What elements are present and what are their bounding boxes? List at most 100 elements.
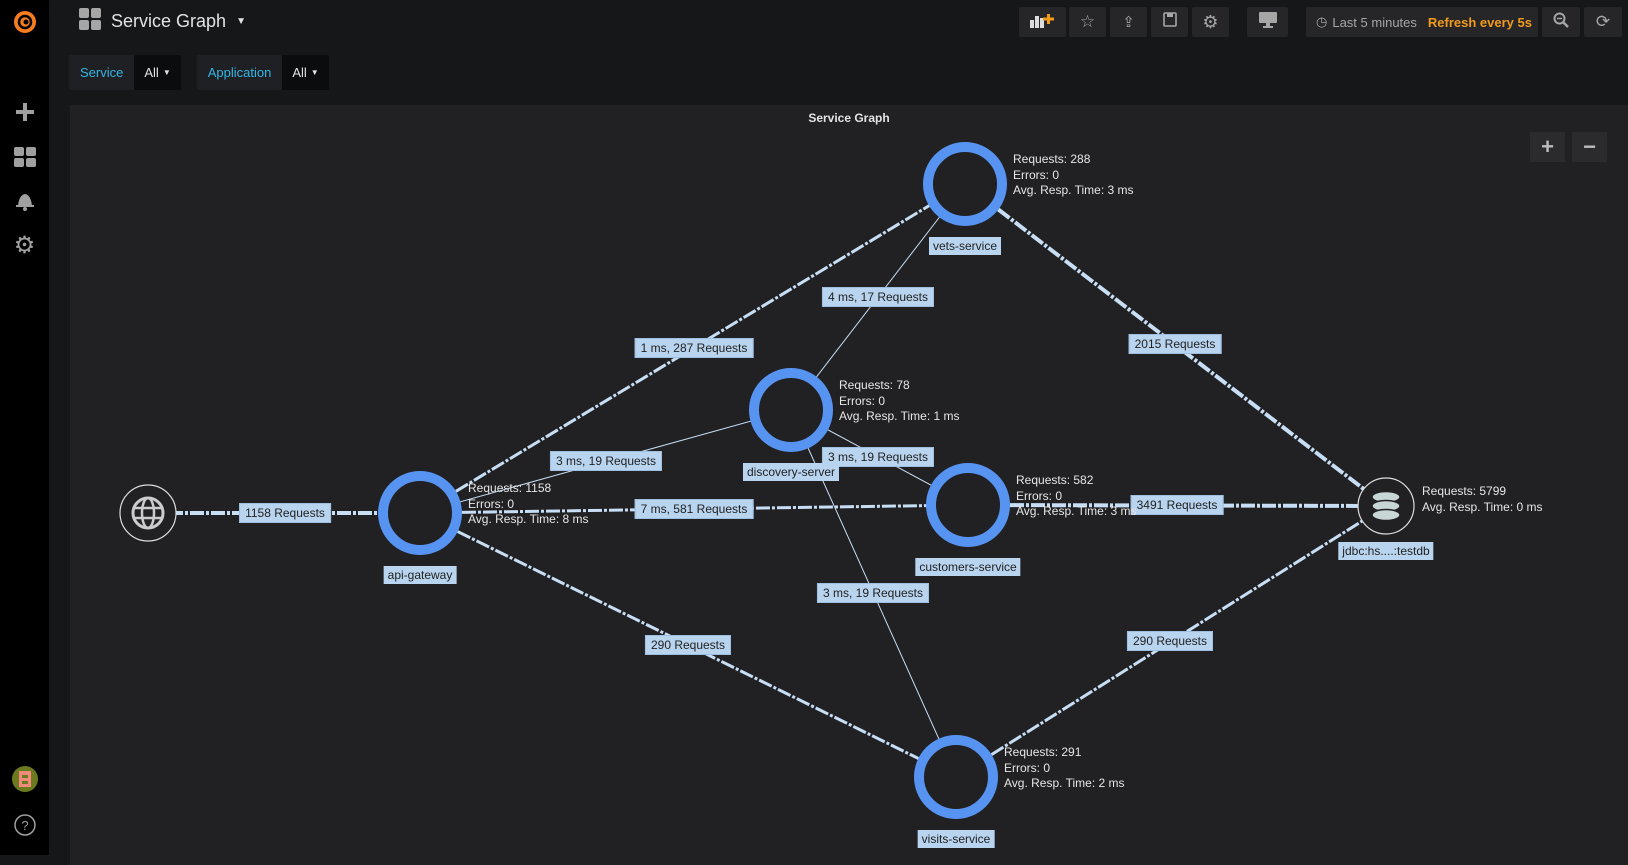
time-range-text: Last 5 minutes bbox=[1332, 14, 1417, 30]
node-stat-line: Requests: 288 bbox=[1013, 152, 1091, 166]
edge-label: 7 ms, 581 Requests bbox=[634, 499, 754, 519]
tv-mode-button[interactable] bbox=[1247, 7, 1288, 37]
dashboard-navbar: Service Graph ▼ ☆ ⇪ ⚙ ◷ Last 5 minutes R… bbox=[49, 0, 1628, 46]
node-label: discovery-server bbox=[742, 463, 840, 481]
node-stat-line: Errors: 0 bbox=[468, 496, 515, 511]
time-picker-button[interactable]: ◷ Last 5 minutes Refresh every 5s bbox=[1306, 7, 1538, 37]
node-stat-line: Avg. Resp. Time: 0 ms bbox=[1422, 499, 1543, 514]
grafana-logo-icon[interactable] bbox=[8, 5, 41, 38]
dashboard-title: Service Graph bbox=[111, 11, 227, 31]
alerting-bell-icon[interactable] bbox=[8, 184, 41, 217]
edge-label: 4 ms, 17 Requests bbox=[821, 287, 935, 307]
node-stat-line: Requests: 78 bbox=[839, 378, 910, 392]
edge-label: 1158 Requests bbox=[239, 503, 331, 523]
caret-down-icon: ▼ bbox=[162, 68, 171, 77]
zoom-out-time-button[interactable] bbox=[1542, 7, 1580, 37]
node-stat-line: Requests: 291 bbox=[1004, 745, 1082, 759]
edge-label: 3 ms, 19 Requests bbox=[816, 583, 930, 603]
variable-service-select[interactable]: All▼ bbox=[134, 55, 181, 90]
node-stat-line: Errors: 0 bbox=[1013, 167, 1060, 182]
save-icon bbox=[1162, 12, 1177, 32]
dashboard-picker[interactable]: Service Graph ▼ bbox=[79, 8, 246, 35]
variable-application-select[interactable]: All▼ bbox=[282, 55, 329, 90]
edge-label: 2015 Requests bbox=[1128, 334, 1222, 354]
variable-label: Application bbox=[196, 55, 283, 90]
edge-label: 1 ms, 287 Requests bbox=[634, 338, 754, 358]
node-label: jdbc:hs....:testdb bbox=[1338, 542, 1434, 560]
panel-title[interactable]: Service Graph bbox=[808, 111, 890, 125]
node-stat-line: Avg. Resp. Time: 2 ms bbox=[1004, 776, 1125, 790]
caret-down-icon: ▼ bbox=[236, 16, 246, 27]
caret-down-icon: ▼ bbox=[310, 68, 319, 77]
node-stat-line: Errors: 0 bbox=[839, 393, 886, 408]
zoom-out-icon bbox=[1553, 12, 1569, 33]
node-db[interactable] bbox=[1357, 477, 1415, 535]
globe-icon bbox=[131, 496, 165, 530]
node-stat-line: Avg. Resp. Time: 3 ms bbox=[1016, 504, 1137, 518]
clock-icon: ◷ bbox=[1316, 14, 1328, 29]
refresh-button[interactable]: ⟳ bbox=[1584, 7, 1622, 37]
edge-label: 290 Requests bbox=[644, 635, 732, 655]
variable-value: All bbox=[144, 65, 159, 80]
add-panel-icon bbox=[1029, 12, 1056, 33]
node-stat-line: Avg. Resp. Time: 1 ms bbox=[839, 409, 960, 423]
node-stat-line: Requests: 582 bbox=[1016, 473, 1094, 487]
configuration-gear-icon[interactable]: ⚙ bbox=[13, 232, 36, 259]
node-api-gateway[interactable] bbox=[378, 471, 462, 555]
share-button[interactable]: ⇪ bbox=[1110, 7, 1147, 37]
node-label: vets-service bbox=[928, 237, 1002, 255]
node-stat-line: Errors: 0 bbox=[1004, 760, 1051, 775]
monitor-icon bbox=[1258, 11, 1277, 33]
variable-label: Service bbox=[69, 55, 135, 90]
zoom-in-button[interactable]: + bbox=[1530, 132, 1565, 162]
dashboard-grid-icon bbox=[79, 8, 101, 35]
node-label: visits-service bbox=[917, 830, 995, 848]
node-label: customers-service bbox=[915, 558, 1021, 576]
user-avatar[interactable] bbox=[8, 762, 41, 795]
share-icon: ⇪ bbox=[1122, 14, 1135, 31]
template-variables: Service All▼ Application All▼ bbox=[69, 55, 329, 90]
refresh-interval-text: Refresh every 5s bbox=[1427, 14, 1532, 30]
node-discovery-server[interactable] bbox=[749, 368, 833, 452]
database-icon bbox=[1371, 490, 1401, 522]
edge-customers-service-db bbox=[967, 503, 1387, 508]
node-stat-line: Errors: 0 bbox=[1016, 488, 1063, 503]
service-graph-panel: Service Graph + − 1158 Requests 1 ms, 287… bbox=[70, 105, 1628, 865]
node-stat-line: Avg. Resp. Time: 3 ms bbox=[1013, 183, 1134, 197]
settings-button[interactable]: ⚙ bbox=[1192, 7, 1229, 37]
node-label: api-gateway bbox=[383, 566, 457, 584]
help-icon[interactable]: ? bbox=[8, 808, 41, 841]
variable-application: Application All▼ bbox=[196, 55, 329, 90]
node-visits-service[interactable] bbox=[914, 735, 998, 819]
variable-value: All bbox=[292, 65, 307, 80]
save-button[interactable] bbox=[1151, 7, 1188, 37]
sidebar: ⚙ ? bbox=[0, 0, 49, 855]
node-stat-line: Avg. Resp. Time: 8 ms bbox=[468, 512, 589, 526]
node-internet[interactable] bbox=[119, 484, 177, 542]
star-button[interactable]: ☆ bbox=[1069, 7, 1106, 37]
node-stat-line: Requests: 1158 bbox=[468, 481, 552, 495]
svg-text:?: ? bbox=[21, 818, 28, 833]
node-customers-service[interactable] bbox=[926, 463, 1010, 547]
refresh-icon: ⟳ bbox=[1595, 12, 1611, 31]
graph-canvas[interactable] bbox=[70, 105, 1628, 865]
create-plus-icon[interactable] bbox=[8, 95, 41, 128]
add-panel-button[interactable] bbox=[1019, 7, 1066, 37]
edge-label: 3 ms, 19 Requests bbox=[821, 447, 935, 467]
variable-service: Service All▼ bbox=[69, 55, 181, 90]
node-stat-line: Requests: 5799 bbox=[1422, 484, 1507, 498]
edge-label: 3491 Requests bbox=[1130, 495, 1224, 515]
dashboards-icon[interactable] bbox=[8, 140, 41, 173]
edge-label: 290 Requests bbox=[1126, 631, 1214, 651]
gear-icon: ⚙ bbox=[1202, 11, 1219, 32]
node-vets-service[interactable] bbox=[923, 142, 1007, 226]
main-area: Service Graph ▼ ☆ ⇪ ⚙ ◷ Last 5 minutes R… bbox=[49, 0, 1628, 865]
zoom-out-button[interactable]: − bbox=[1572, 132, 1607, 162]
star-icon: ☆ bbox=[1079, 12, 1096, 31]
